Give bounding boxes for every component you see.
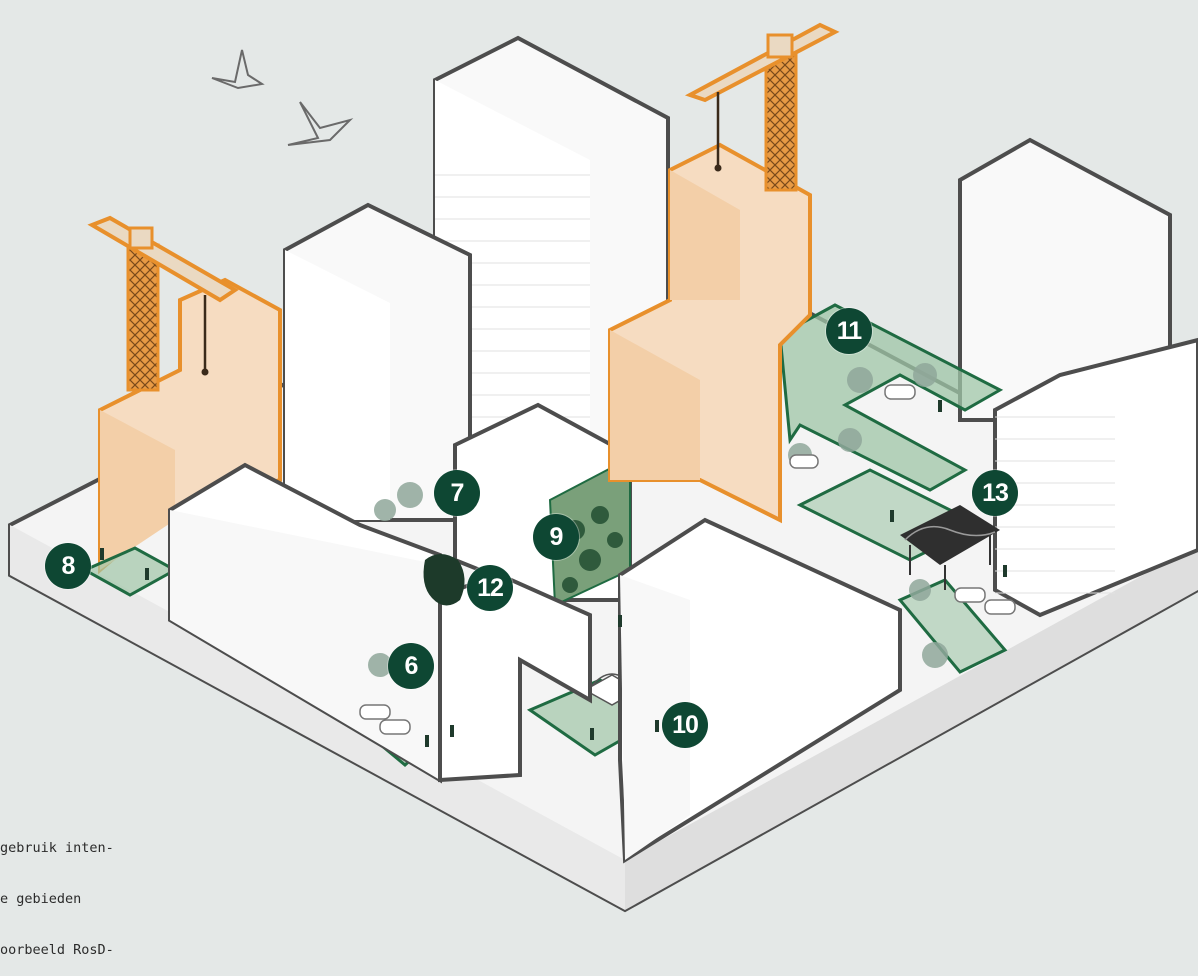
marker-6: 6 [388,643,434,689]
marker-12: 12 [467,565,513,611]
marker-7: 7 [434,470,480,516]
bird-icon [212,50,350,145]
caption-line-1: gebruik inten- [0,840,114,857]
caption-text: gebruik inten- e gebieden oorbeeld RosD- [0,806,114,976]
tower-left-mid [285,205,470,520]
marker-13: 13 [972,470,1018,516]
marker-8: 8 [45,543,91,589]
isometric-city-block-illustration [0,0,1198,917]
marker-9: 9 [533,514,579,560]
caption-line-2: e gebieden [0,891,114,908]
caption-line-3: oorbeeld RosD- [0,942,114,959]
marker-10: 10 [662,702,708,748]
marker-11: 11 [826,308,872,354]
